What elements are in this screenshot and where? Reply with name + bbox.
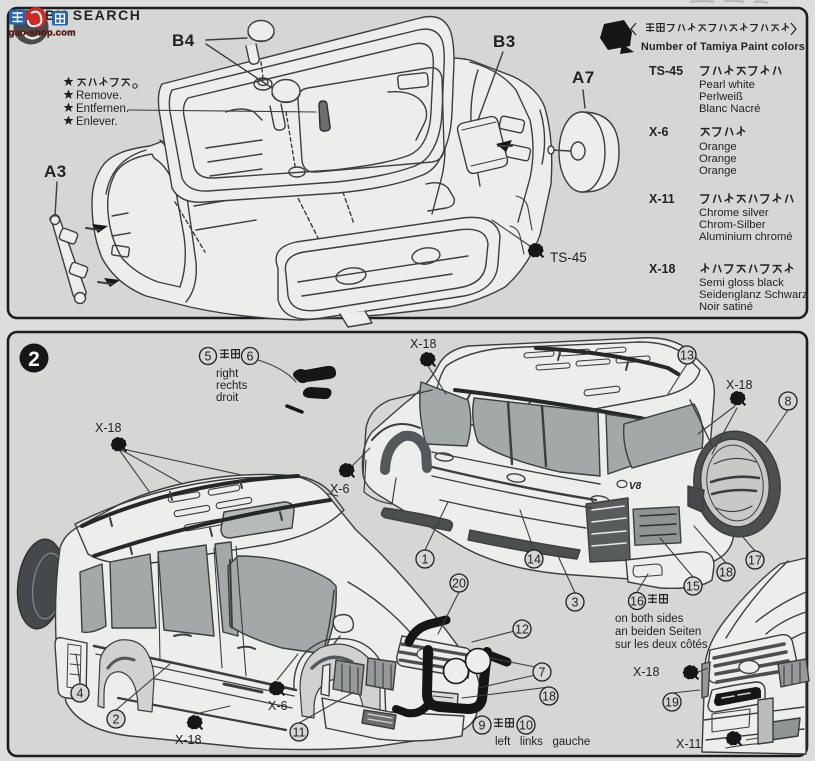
svg-text:Number of Tamiya Paint colors: Number of Tamiya Paint colors — [641, 41, 805, 53]
svg-text:Aluminium chromé: Aluminium chromé — [699, 231, 793, 243]
svg-text:Chrom-Silber: Chrom-Silber — [699, 219, 766, 231]
svg-text:Entfernen.: Entfernen. — [76, 103, 129, 115]
svg-text:X-6: X-6 — [268, 699, 288, 713]
svg-text:X-18: X-18 — [633, 665, 659, 679]
svg-text:right: right — [216, 368, 239, 380]
svg-text:A7: A7 — [572, 68, 595, 87]
svg-text:X-6: X-6 — [649, 125, 669, 139]
svg-text:sur les deux côtés: sur les deux côtés — [615, 639, 708, 651]
svg-text:18: 18 — [542, 690, 556, 704]
svg-text:TS-45: TS-45 — [550, 250, 587, 265]
svg-text:1: 1 — [422, 553, 429, 567]
svg-text:8: 8 — [785, 395, 792, 409]
svg-text:X-18: X-18 — [726, 378, 752, 392]
svg-text:17: 17 — [748, 554, 762, 568]
svg-text:V8: V8 — [629, 481, 642, 492]
svg-text:19: 19 — [665, 696, 679, 710]
svg-text:Orange: Orange — [699, 153, 737, 165]
svg-text:18: 18 — [719, 566, 733, 580]
svg-text:3: 3 — [572, 596, 579, 610]
svg-text:Semi gloss black: Semi gloss black — [699, 277, 784, 289]
svg-text:an beiden Seiten: an beiden Seiten — [615, 626, 701, 638]
svg-text:9: 9 — [479, 719, 486, 733]
svg-text:X-6: X-6 — [330, 482, 350, 496]
svg-text:14: 14 — [527, 553, 541, 567]
svg-text:on both sides: on both sides — [615, 613, 684, 625]
svg-text:Pearl white: Pearl white — [699, 79, 755, 91]
svg-text:A3: A3 — [44, 162, 67, 181]
svg-text:15: 15 — [686, 580, 700, 594]
svg-text:10: 10 — [519, 719, 533, 733]
svg-text:Remove.: Remove. — [76, 90, 122, 102]
svg-text:X-11: X-11 — [676, 737, 702, 751]
svg-text:2: 2 — [28, 348, 40, 371]
svg-text:Seidenglanz Schwarz: Seidenglanz Schwarz — [699, 289, 808, 301]
svg-text:B4: B4 — [172, 31, 195, 50]
svg-text:Perlweiß: Perlweiß — [699, 91, 743, 103]
svg-text:Noir satiné: Noir satiné — [699, 301, 753, 313]
svg-text:12: 12 — [515, 623, 529, 637]
svg-text:6: 6 — [247, 350, 254, 364]
svg-text:X-18: X-18 — [95, 421, 121, 435]
svg-text:16: 16 — [630, 595, 644, 609]
svg-text:X-11: X-11 — [649, 192, 675, 206]
svg-text:13: 13 — [680, 349, 694, 363]
svg-text:rechts: rechts — [216, 380, 248, 392]
svg-text:Blanc Nacré: Blanc Nacré — [699, 103, 761, 115]
svg-text:left links gauche: left links gauche — [495, 736, 590, 748]
svg-text:2: 2 — [113, 713, 120, 727]
svg-text:droit: droit — [216, 392, 239, 404]
svg-text:X-18: X-18 — [175, 733, 201, 747]
svg-text:TS-45: TS-45 — [649, 64, 683, 78]
svg-text:gao-shop.com: gao-shop.com — [9, 28, 76, 39]
svg-text:Orange: Orange — [699, 165, 737, 177]
svg-text:Enlever.: Enlever. — [76, 116, 118, 128]
svg-text:11: 11 — [293, 726, 306, 740]
svg-text:4: 4 — [77, 687, 84, 701]
svg-text:Orange: Orange — [699, 141, 737, 153]
svg-text:Chrome silver: Chrome silver — [699, 207, 769, 219]
svg-text:X-18: X-18 — [649, 262, 675, 276]
svg-text:X-18: X-18 — [410, 337, 436, 351]
svg-text:20: 20 — [452, 577, 466, 591]
svg-text:B3: B3 — [493, 32, 516, 51]
svg-text:7: 7 — [539, 666, 546, 680]
svg-text:5: 5 — [205, 350, 212, 364]
